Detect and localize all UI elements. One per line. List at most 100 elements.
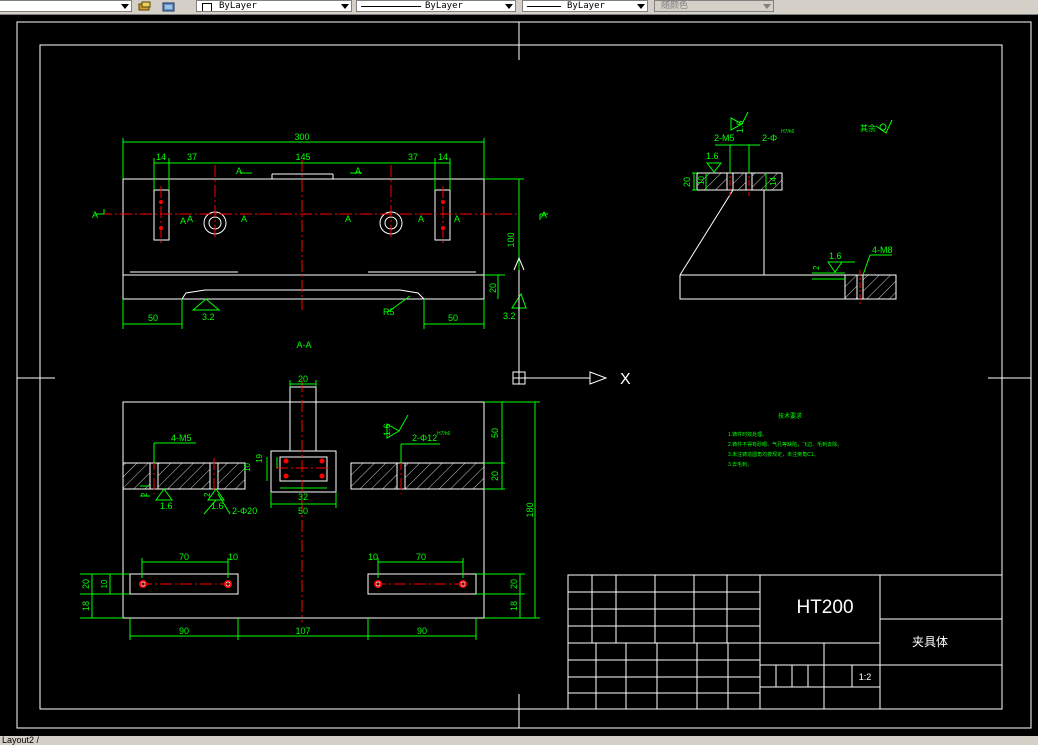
section-mark-6: A: [241, 214, 247, 224]
lineweight-value: ByLayer: [567, 1, 605, 11]
layer-previous-icon[interactable]: [138, 0, 152, 12]
dim-overall-width: 300: [294, 132, 309, 142]
dim-19: 19: [255, 454, 264, 463]
roughness-detail-a: 1.6: [706, 151, 719, 161]
section-mark-10: A: [541, 210, 547, 220]
section-mark-1: A: [92, 210, 98, 220]
dim-90-right: 90: [417, 626, 427, 636]
dim-20-left2: 20: [81, 579, 91, 589]
dim-2-phi20: 2-Φ20: [232, 506, 257, 516]
dim-180: 180: [525, 502, 535, 517]
dim-2-b: 2: [203, 492, 212, 497]
section-mark-8: A: [418, 214, 424, 224]
dim-2-detail: 2: [812, 265, 821, 270]
section-mark-2: A: [236, 166, 242, 176]
dim-4-m8: 4-M8: [872, 245, 893, 255]
tech-req-title: 技术要求: [778, 412, 802, 420]
color-dropdown[interactable]: ByLayer: [196, 0, 352, 12]
dim-10-left: 10: [228, 552, 238, 562]
lineweight-dropdown[interactable]: ByLayer: [522, 0, 648, 12]
dim-14-left: 14: [156, 152, 166, 162]
section-mark-4: A: [180, 216, 186, 226]
tech-req-line3: 3.未注铸造圆角均按规定，未注倒角C1。: [728, 451, 819, 458]
material-label: HT200: [796, 597, 853, 618]
plotstyle-dropdown[interactable]: 随颜色: [654, 0, 774, 12]
dim-10-right: 10: [368, 552, 378, 562]
roughness-detail-b: 1.6: [829, 251, 842, 261]
drawing-canvas[interactable]: 300 14 37 145 37 14 100 20 50 50 3.2 3.2…: [0, 15, 1038, 736]
dim-18-right: 18: [509, 601, 519, 611]
chevron-down-icon: [637, 4, 645, 9]
tech-req-line1: 1.铸件时效处理。: [728, 431, 767, 438]
detail-view: 2-M5 2-Φ H7/h6 1.6 1.6 1.6 20 10 14 4-M8…: [679, 111, 897, 304]
section-mark-9: A: [454, 214, 460, 224]
dim-20-right: 20: [490, 471, 500, 481]
dim-145: 145: [295, 152, 310, 162]
tab-layout2[interactable]: Layout2 /: [2, 735, 40, 745]
dim-10-left2: 10: [100, 579, 109, 588]
plotstyle-value: 随颜色: [661, 1, 689, 11]
dim-14-detail: 14: [769, 177, 778, 186]
dim-50-right: 50: [490, 428, 500, 438]
properties-toolbar: ByLayer ByLayer ByLayer 随颜色: [0, 0, 1038, 15]
sheet-border: [16, 21, 1032, 729]
dim-20-detail: 20: [682, 177, 692, 187]
roughness-c: 1.6: [382, 423, 392, 436]
color-swatch-icon: [202, 3, 212, 11]
dim-50-width: 50: [298, 506, 308, 516]
color-value: ByLayer: [219, 1, 257, 11]
part-name: 夹具体: [912, 635, 948, 649]
dim-37-right: 37: [408, 152, 418, 162]
radius-r5: R5: [383, 307, 395, 317]
section-view: 20 4-M5 1.6 1.6 1.6 2-Φ20 2-Φ12 H7/h6 2 …: [80, 374, 540, 640]
roughness-a: 1.6: [160, 501, 173, 511]
layer-dropdown[interactable]: [0, 0, 132, 12]
linetype-preview-icon: [361, 6, 421, 7]
dim-14-right: 14: [438, 152, 448, 162]
dim-20-right2: 20: [509, 579, 519, 589]
center-marks: [17, 22, 1031, 728]
title-block: [567, 574, 1003, 710]
chevron-down-icon: [121, 4, 129, 9]
dim-90-left: 90: [179, 626, 189, 636]
section-mark-3: A: [355, 166, 361, 176]
tech-requirements: 技术要求 1.铸件时效处理。 2.铸件不得有砂眼、气孔等缺陷，飞边、毛刺去除。 …: [728, 412, 842, 468]
chevron-down-icon: [341, 4, 349, 9]
section-mark-7: A: [345, 214, 351, 224]
dim-37-left: 37: [187, 152, 197, 162]
dim-10: 10: [243, 463, 252, 472]
dim-2-m5: 2-M5: [714, 133, 735, 143]
ucs-x-label: X: [620, 371, 631, 388]
scale-value: 1:2: [859, 672, 872, 682]
roughness-right: 3.2: [503, 311, 516, 321]
linetype-dropdown[interactable]: ByLayer: [356, 0, 516, 12]
dim-4-m5: 4-M5: [171, 433, 192, 443]
dim-20-top: 20: [298, 374, 308, 384]
dim-32: 32: [298, 492, 308, 502]
dim-70-right: 70: [416, 552, 426, 562]
top-view: 300 14 37 145 37 14 100 20 50 50 3.2 3.2…: [92, 132, 548, 329]
fit-h7h6: H7/h6: [437, 431, 451, 437]
roughness-top: 1.6: [735, 120, 745, 133]
dim-70-left: 70: [179, 552, 189, 562]
dim-50-left: 50: [148, 313, 158, 323]
section-mark-5: A: [187, 214, 193, 224]
dim-2-phi: 2-Φ: [762, 133, 777, 143]
tech-req-line2: 2.铸件不得有砂眼、气孔等缺陷，飞边、毛刺去除。: [728, 441, 842, 448]
roughness-b: 1.6: [211, 501, 224, 511]
fit-h7h6-detail: H7/h6: [781, 129, 795, 135]
dim-20: 20: [488, 283, 498, 293]
dim-2-a: 2: [140, 492, 149, 497]
dim-100: 100: [506, 232, 516, 247]
dim-2-phi12: 2-Φ12: [412, 433, 437, 443]
linetype-value: ByLayer: [425, 1, 463, 11]
chevron-down-icon: [505, 4, 513, 9]
layer-manager-icon[interactable]: [162, 0, 176, 12]
dim-107: 107: [295, 626, 310, 636]
layout-tab-bar: Layout2 /: [0, 736, 1038, 745]
rest-label: 其余: [860, 123, 876, 133]
dim-18-left: 18: [81, 601, 91, 611]
dim-10-detail: 10: [697, 176, 706, 185]
chevron-down-icon: [763, 4, 771, 9]
dim-50-right: 50: [448, 313, 458, 323]
